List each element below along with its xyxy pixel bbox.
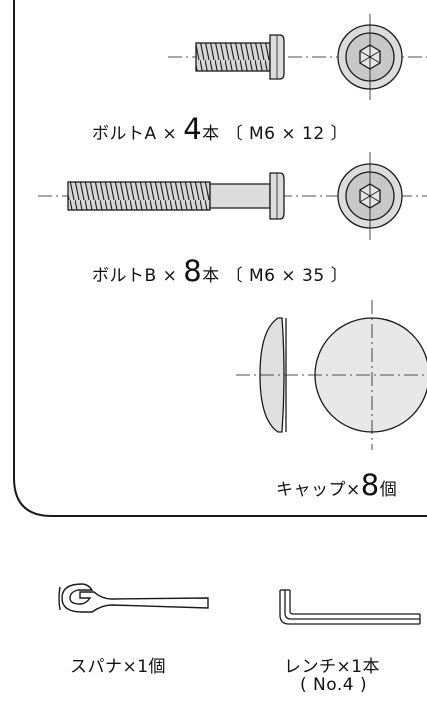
bolt-a-spec: 〔 M6 × 12 〕 <box>225 124 349 144</box>
wrench-drawing <box>279 589 421 625</box>
spanner-label: スパナ×1個 <box>70 657 167 677</box>
bolt-b-label: ボルトB × 8本 〔 M6 × 35 〕 <box>92 254 348 288</box>
bolt-a-drawing <box>168 14 427 100</box>
cap-qty: 8 <box>360 468 380 502</box>
bolt-a-times: × <box>162 124 178 144</box>
bolt-b-times: × <box>162 266 178 286</box>
bolt-b-qty: 8 <box>183 254 203 288</box>
parts-panel-border <box>13 0 427 517</box>
bolt-b-name: ボルトB <box>92 266 157 286</box>
cap-times: × <box>346 480 361 500</box>
wrench-sub-label: ( No.4 ) <box>300 675 368 695</box>
cap-name: キャップ <box>276 480 346 500</box>
bolt-b-spec: 〔 M6 × 35 〕 <box>225 266 349 286</box>
bolt-a-unit: 本 <box>202 124 220 144</box>
bolt-b-unit: 本 <box>202 266 220 286</box>
spanner-drawing <box>58 583 209 613</box>
cap-drawing <box>236 300 427 450</box>
cap-label: キャップ×8個 <box>276 468 397 502</box>
bolt-a-name: ボルトA <box>92 124 157 144</box>
bolt-b-drawing <box>38 152 427 240</box>
wrench-label: レンチ×1本 <box>284 657 381 677</box>
bolt-a-qty: 4 <box>183 112 203 146</box>
cap-unit: 個 <box>379 480 398 500</box>
bolt-a-label: ボルトA × 4本 〔 M6 × 12 〕 <box>92 112 348 146</box>
